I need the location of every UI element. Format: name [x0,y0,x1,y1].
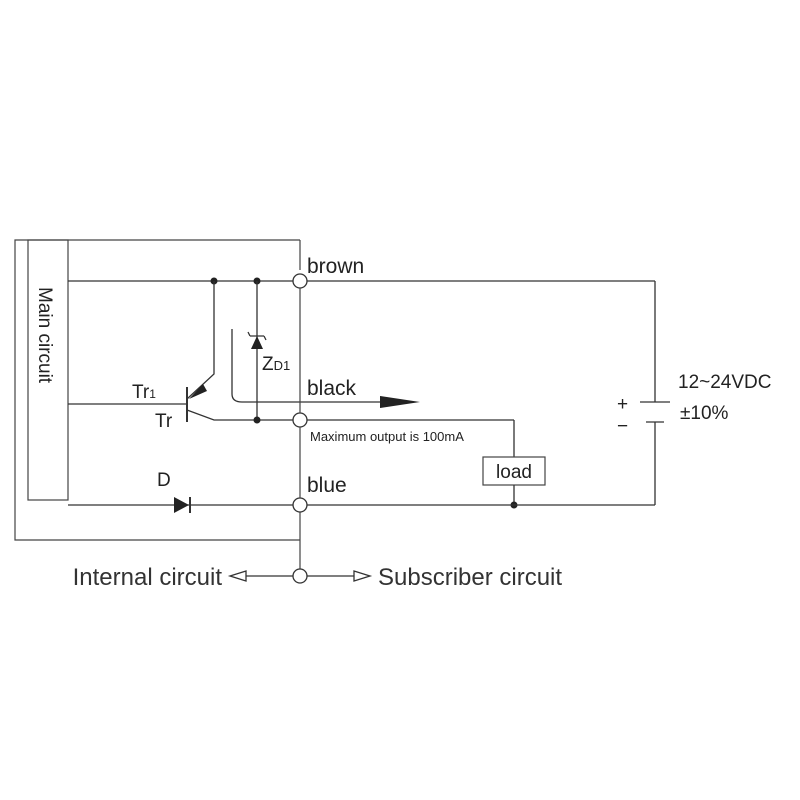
internal-circuit-label: Internal circuit [73,564,223,591]
current-arrow-head [380,396,420,408]
transistor-emitter [186,409,293,421]
zener-diode-symbol [251,336,263,349]
subscriber-circuit-label: Subscriber circuit [378,564,562,591]
zener-bar [247,331,267,341]
main-circuit-block [27,239,69,501]
transistor-label: Tr1 [132,382,156,403]
boundary-left-arrow-head [227,570,247,582]
zener-label: ZD1 [262,354,290,375]
terminal-blue [292,497,308,513]
node-dot [253,416,261,424]
label-blue: blue [307,474,347,497]
max-output-note: Maximum output is 100mA [310,429,464,444]
transistor-base-label: Tr [155,411,173,432]
terminal-black [292,412,308,428]
diode-d-symbol [174,497,189,513]
supply-plus: + [617,394,628,415]
current-arrow-line [231,329,390,403]
supply-tolerance-label: ±10% [680,403,729,424]
main-circuit-label: Main circuit [34,287,55,384]
diode-label: D [157,470,171,491]
transistor-collector [186,281,215,400]
label-black: black [307,377,357,400]
boundary-right-arrow-head [353,570,373,582]
boundary-node [292,568,308,584]
supply-minus: − [617,416,628,437]
supply-voltage-label: 12~24VDC [678,372,771,393]
terminal-brown [292,273,308,289]
emitter-arrow [189,384,207,399]
load-label: load [496,462,532,483]
internal-circuit-outline [14,239,300,541]
label-brown: brown [307,255,364,278]
